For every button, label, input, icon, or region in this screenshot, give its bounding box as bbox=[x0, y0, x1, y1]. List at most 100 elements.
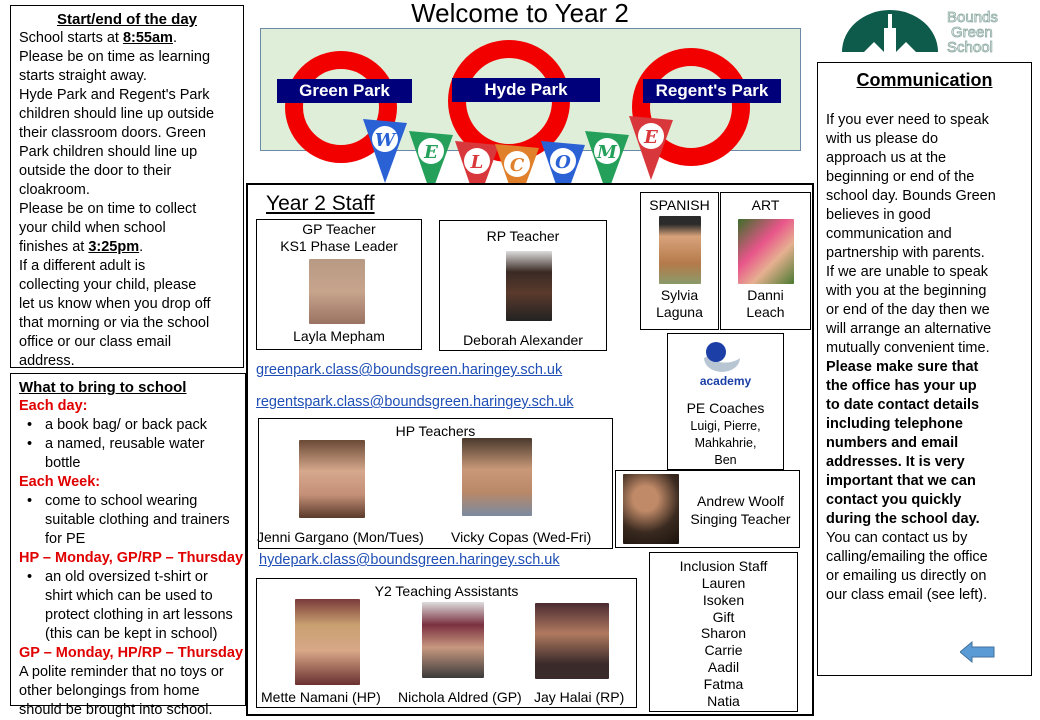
start-end-panel: Start/end of the day School starts at 8:… bbox=[10, 5, 244, 369]
singing-teacher-card: Andrew Woolf Singing Teacher bbox=[615, 470, 800, 548]
art-teacher-card: ART Danni Leach bbox=[720, 192, 811, 330]
communication-line-text: You can contact us by bbox=[826, 530, 968, 546]
what-to-bring-line-text: Each day: bbox=[19, 398, 88, 414]
pe-coach-name: Mahkahrie, bbox=[668, 435, 783, 452]
start-end-line-text: If a different adult is bbox=[19, 258, 146, 274]
communication-line: during the school day. bbox=[826, 510, 1031, 529]
photo-nichola-aldred bbox=[422, 602, 484, 678]
pe-coaches-card: academy PE Coaches Luigi, Pierre,Mahkahr… bbox=[667, 333, 784, 470]
start-end-line-text: your child when school bbox=[19, 220, 166, 236]
bunting-flag-icon: E bbox=[629, 116, 673, 180]
hp-teachers-heading: HP Teachers bbox=[395, 423, 476, 439]
start-end-line: If a different adult is bbox=[19, 257, 243, 276]
communication-line: partnership with parents. bbox=[826, 244, 1031, 263]
what-to-bring-line: shirt which can be used to bbox=[19, 587, 245, 606]
bunting-flag-icon: O bbox=[541, 141, 585, 200]
what-to-bring-line-text: GP – Monday, HP/RP – Thursday bbox=[19, 645, 244, 661]
communication-line: mutually convenient time. bbox=[826, 339, 1031, 358]
start-end-line-text: address. bbox=[19, 353, 75, 369]
svg-text:School: School bbox=[947, 39, 993, 54]
communication-line: approach us at the bbox=[826, 149, 1031, 168]
roundel-icon bbox=[632, 48, 750, 166]
inclusion-staff-name-text: Isoken bbox=[702, 591, 745, 608]
gp-teacher-card: GP Teacher KS1 Phase Leader Layla Mepham bbox=[256, 219, 422, 350]
pe-coach-name-text: Luigi, Pierre, bbox=[690, 419, 761, 433]
roundel-icon bbox=[285, 51, 397, 163]
communication-line-text: addresses. It is very bbox=[826, 454, 965, 470]
greenpark-email-link[interactable]: greenpark.class@boundsgreen.haringey.sch… bbox=[256, 362, 563, 378]
start-end-line: your child when school bbox=[19, 219, 243, 238]
inclusion-staff-name: Natia bbox=[650, 693, 797, 710]
inclusion-staff-name: Carrie bbox=[650, 642, 797, 659]
communication-line: contact you quickly bbox=[826, 491, 1031, 510]
photo-jenni-gargano bbox=[299, 440, 365, 518]
communication-line: addresses. It is very bbox=[826, 453, 1031, 472]
communication-line-text: including telephone bbox=[826, 416, 963, 432]
year2-staff-heading: Year 2 Staff bbox=[266, 192, 375, 215]
start-end-line-text: outside the door to their bbox=[19, 163, 172, 179]
what-to-bring-line: a book bag/ or back pack bbox=[19, 416, 245, 435]
photo-layla-mepham bbox=[309, 259, 365, 324]
singing-teacher-name: Andrew Woolf bbox=[697, 493, 784, 509]
communication-line-text: or end of the day then we bbox=[826, 302, 990, 318]
communication-line-text: important that we can bbox=[826, 473, 976, 489]
arrow-left-icon bbox=[960, 641, 995, 663]
bunting-flag-icon: L bbox=[455, 141, 499, 200]
start-end-line-text: 3:25pm bbox=[88, 239, 140, 255]
inclusion-staff-name-text: Natia bbox=[707, 692, 740, 709]
what-to-bring-line-text: protect clothing in art lessons bbox=[45, 607, 233, 623]
hydepark-email-link[interactable]: hydepark.class@boundsgreen.haringey.sch.… bbox=[259, 552, 560, 568]
communication-line-text: with us please do bbox=[826, 131, 939, 147]
communication-line-text: If you ever need to speak bbox=[826, 112, 989, 128]
communication-line: the office has your up bbox=[826, 377, 1031, 396]
what-to-bring-line: should be brought into school. bbox=[19, 701, 245, 720]
what-to-bring-line: GP – Monday, HP/RP – Thursday bbox=[19, 644, 245, 663]
communication-line: Please make sure that bbox=[826, 358, 1031, 377]
bunting-flag-icon: M bbox=[585, 131, 629, 195]
start-end-line: office or our class email bbox=[19, 333, 243, 352]
start-end-line-text: collecting your child, please bbox=[19, 277, 197, 293]
ta-name: Jay Halai (RP) bbox=[534, 689, 625, 705]
communication-line: with us please do bbox=[826, 130, 1031, 149]
communication-panel: Communication If you ever need to speak w… bbox=[817, 62, 1032, 676]
art-name-1: Danni bbox=[747, 287, 784, 303]
communication-line: with you at the beginning bbox=[826, 282, 1031, 301]
communication-line-list: If you ever need to speak with us please … bbox=[826, 111, 1031, 605]
class-label-green-park: Green Park bbox=[277, 79, 412, 103]
start-end-line-text: cloakroom. bbox=[19, 182, 90, 198]
what-to-bring-line: a named, reusable water bbox=[19, 435, 245, 454]
hp-teacher-name: Jenni Gargano (Mon/Tues) bbox=[257, 529, 424, 545]
photo-vicky-copas bbox=[462, 438, 532, 516]
what-to-bring-panel: What to bring to school Each day:a book … bbox=[10, 373, 246, 718]
inclusion-staff-name: Sharon bbox=[650, 625, 797, 642]
photo-mette-namani bbox=[295, 599, 360, 685]
singing-teacher-role: Singing Teacher bbox=[690, 511, 791, 527]
start-end-line: Please be on time to collect bbox=[19, 200, 243, 219]
communication-line: to date contact details bbox=[826, 396, 1031, 415]
bunting-letter: E bbox=[423, 142, 438, 163]
communication-line-text: numbers and email bbox=[826, 435, 959, 451]
start-end-line-text: their classroom doors. Green bbox=[19, 125, 206, 141]
start-end-line: finishes at 3:25pm. bbox=[19, 238, 243, 257]
start-end-line: let us know when you drop off bbox=[19, 295, 243, 314]
communication-heading: Communication bbox=[856, 70, 993, 90]
inclusion-staff-name-text: Gift bbox=[712, 608, 735, 625]
what-to-bring-line-text: A polite reminder that no toys or bbox=[19, 664, 224, 680]
communication-line-text: partnership with parents. bbox=[826, 245, 985, 261]
start-end-line: Please be on time as learning bbox=[19, 48, 243, 67]
regentspark-email-link[interactable]: regentspark.class@boundsgreen.haringey.s… bbox=[256, 394, 574, 410]
rp-teacher-card: RP Teacher Deborah Alexander bbox=[439, 220, 607, 351]
what-to-bring-line-text: for PE bbox=[45, 531, 86, 547]
start-end-line-text: Park children should line up bbox=[19, 144, 198, 160]
inclusion-heading: Inclusion Staff bbox=[679, 558, 768, 574]
communication-line-text: to date contact details bbox=[826, 397, 980, 413]
start-end-line: collecting your child, please bbox=[19, 276, 243, 295]
pe-coach-name-list: Luigi, Pierre,Mahkahrie,Ben bbox=[668, 418, 783, 469]
start-end-line: cloakroom. bbox=[19, 181, 243, 200]
bunting-letter: O bbox=[555, 152, 571, 173]
start-end-line-text: . bbox=[172, 30, 177, 46]
start-end-line-text: . bbox=[139, 239, 144, 255]
inclusion-staff-name: Isoken bbox=[650, 592, 797, 609]
start-end-line-text: finishes at bbox=[19, 239, 89, 255]
